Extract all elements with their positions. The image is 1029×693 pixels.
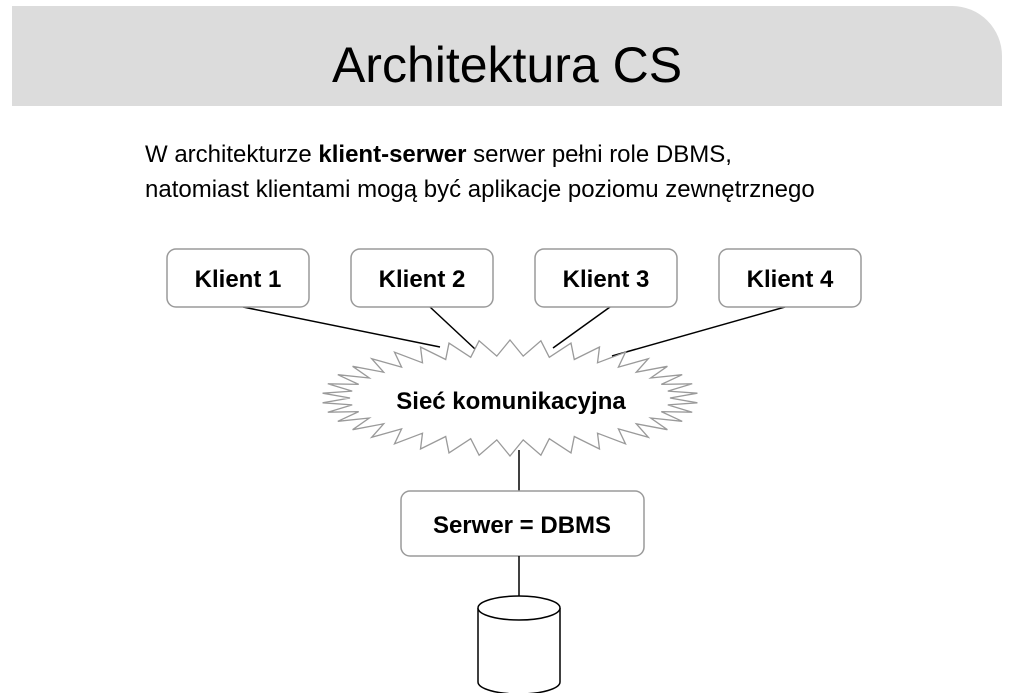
server-box: Serwer = DBMS bbox=[400, 490, 645, 557]
database-icon bbox=[477, 595, 561, 693]
client-1-label: Klient 1 bbox=[195, 266, 282, 293]
intro-line-1-suffix: serwer pełni role DBMS, bbox=[466, 141, 732, 168]
connector-client-4 bbox=[611, 306, 786, 357]
client-4-label: Klient 4 bbox=[747, 266, 834, 293]
page-title: Architektura CS bbox=[331, 37, 683, 93]
title-bar: Architektura CS bbox=[12, 6, 1002, 106]
intro-line-2: natomiast klientami mogą być aplikacje p… bbox=[145, 176, 815, 203]
connector-client-3 bbox=[552, 306, 611, 349]
client-2-label: Klient 2 bbox=[379, 266, 466, 293]
server-label: Serwer = DBMS bbox=[433, 512, 611, 539]
network-label: Sieć komunikacyjna bbox=[396, 388, 626, 415]
intro-line-1-bold: klient-serwer bbox=[318, 141, 467, 168]
client-box-3: Klient 3 bbox=[534, 248, 678, 308]
intro-line-1: W architekturze klient-serwer serwer peł… bbox=[145, 137, 1005, 172]
connector-client-1 bbox=[242, 306, 441, 348]
client-box-4: Klient 4 bbox=[718, 248, 862, 308]
network-cloud bbox=[322, 338, 698, 458]
intro-line-1-prefix: W architekturze bbox=[145, 141, 319, 168]
client-3-label: Klient 3 bbox=[563, 266, 650, 293]
intro-text: W architekturze klient-serwer serwer peł… bbox=[145, 137, 1005, 207]
client-box-2: Klient 2 bbox=[350, 248, 494, 308]
connector-client-2 bbox=[429, 306, 476, 350]
client-connectors bbox=[242, 306, 786, 357]
client-box-1: Klient 1 bbox=[166, 248, 310, 308]
